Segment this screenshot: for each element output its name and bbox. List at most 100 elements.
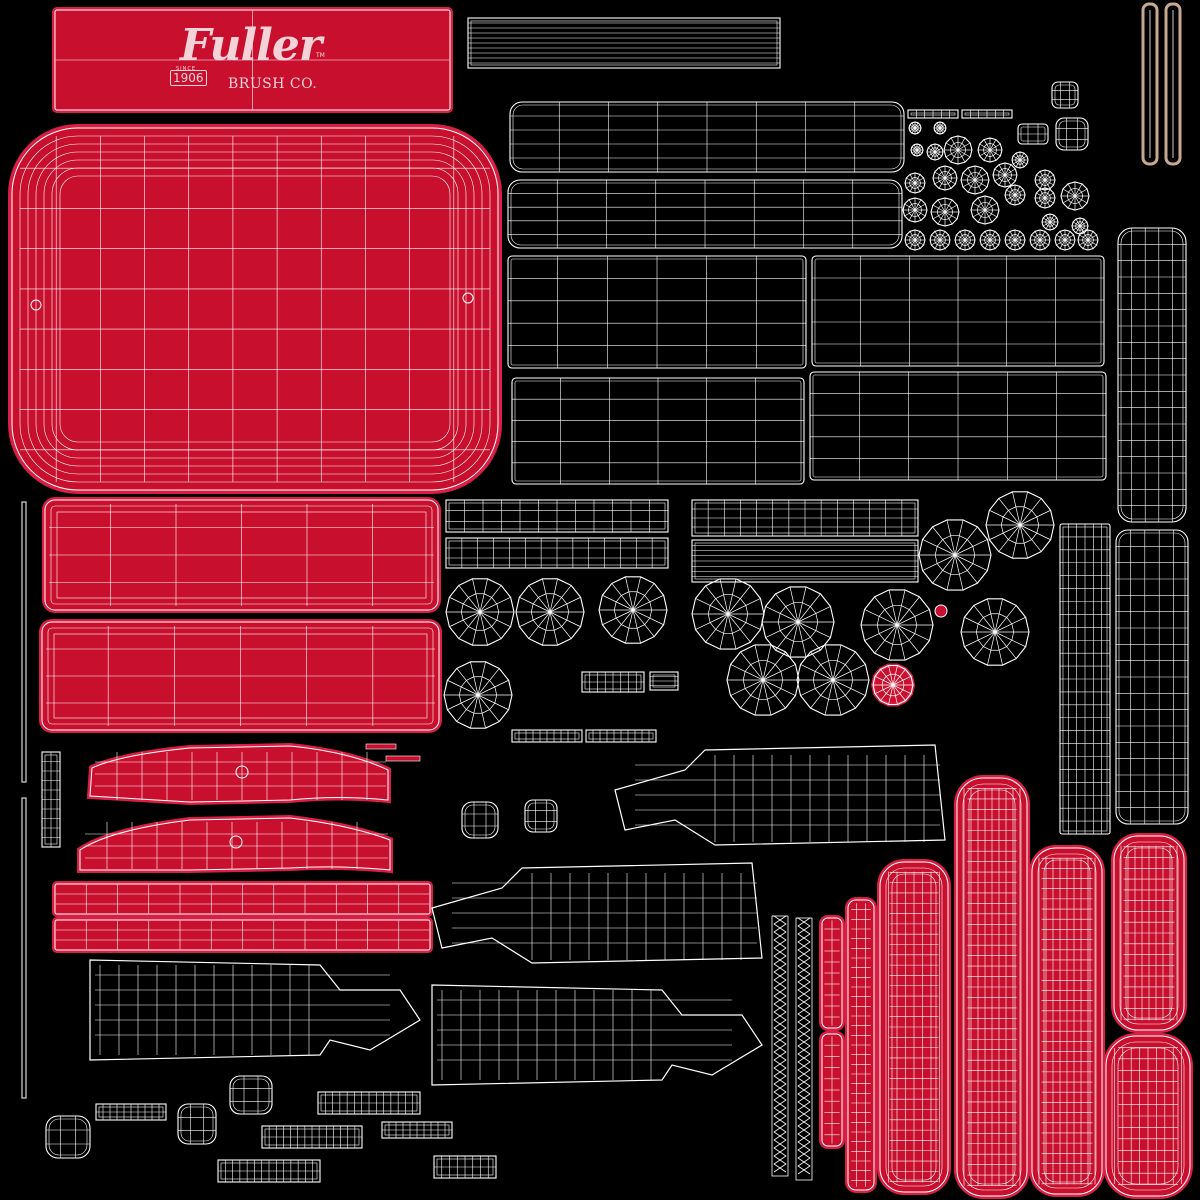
column-panel-20 [1115, 529, 1189, 825]
wheel-island-66 [443, 661, 513, 729]
wheel-island-38 [904, 172, 926, 194]
mid-grid-56 [445, 537, 669, 569]
column-panel-18 [1117, 227, 1187, 523]
wheel-island-37 [1034, 169, 1056, 191]
brush-handle-island-77 [614, 744, 946, 846]
wheel-island-67 [691, 578, 765, 650]
red-pillar-96 [845, 897, 877, 1193]
wheel-island-44 [1060, 181, 1090, 211]
small-cap-24 [1017, 123, 1049, 145]
tiny-grid-61 [511, 729, 583, 743]
box-panel-14 [507, 255, 807, 369]
wood-stick-island-21 [1141, 2, 1182, 166]
handle-bridge-island-6 [86, 742, 391, 806]
wheel-island-28 [933, 121, 947, 135]
wheel-island-73 [918, 519, 992, 591]
wheel-island-70 [960, 598, 1030, 666]
mid-grid-57 [691, 499, 919, 537]
rim-strip-4 [52, 881, 433, 917]
small-cap-82 [524, 799, 558, 833]
wheel-island-51 [1054, 229, 1076, 251]
red-dash-island-8 [365, 743, 421, 762]
red-pillar-94 [819, 915, 845, 1031]
wheel-island-71 [726, 644, 800, 716]
wheel-island-40 [930, 197, 960, 227]
tiny-grid-88 [261, 1125, 363, 1149]
tiny-grid-62 [585, 729, 657, 743]
wheel-island-36 [992, 162, 1018, 188]
wheel-island-35 [960, 165, 990, 195]
red-pillar-101 [1103, 1033, 1193, 1199]
wheel-island-32 [977, 137, 1003, 163]
wheel-island-72 [796, 644, 870, 716]
small-cap-85 [45, 1115, 91, 1159]
rail-panel-13 [507, 179, 903, 249]
tiny-grid-86 [95, 1103, 167, 1121]
bristle-strand-island-93 [795, 917, 813, 1181]
wheel-island-46 [929, 229, 951, 251]
wheel-island-31 [943, 135, 973, 165]
brush-handle-island-80 [431, 984, 763, 1086]
vertical-strip-9 [21, 501, 27, 1099]
wheel-island-42 [1004, 184, 1026, 206]
narrow-grid-10 [41, 751, 61, 848]
wheel-island-54 [1071, 217, 1089, 235]
small-strip-22 [907, 109, 959, 119]
mid-grid-55 [445, 499, 669, 533]
wheel-island-34 [932, 165, 958, 191]
wheel-island-52 [1077, 229, 1099, 251]
red-pillar-100 [1111, 833, 1187, 1033]
wheel-island-69 [860, 589, 934, 661]
rim-strip-5 [52, 917, 433, 953]
wheel-island-41 [970, 195, 1000, 225]
red-pillar-97 [877, 859, 951, 1195]
red-pillar-99 [1029, 845, 1105, 1197]
wheel-island-47 [954, 229, 976, 251]
small-cap-84 [177, 1103, 217, 1145]
red-dot-island-76 [934, 604, 948, 618]
box-panel-17 [809, 371, 1107, 481]
wheel-island-49 [1004, 229, 1026, 251]
top-strip-11 [467, 17, 781, 69]
logo-plate-0 [52, 7, 453, 113]
small-cap-83 [229, 1075, 273, 1115]
wheel-island-50 [1029, 229, 1051, 251]
wheel-island-68 [761, 586, 835, 658]
wheel-island-43 [1034, 187, 1056, 209]
tiny-grid-60 [649, 671, 679, 691]
wheel-island-48 [979, 229, 1001, 251]
small-cap-26 [1055, 117, 1089, 151]
handle-bridge-island-7 [77, 814, 393, 874]
bristle-strand-island-92 [771, 915, 789, 1177]
wheel-island-63 [445, 578, 515, 646]
wheel-island-64 [515, 578, 585, 646]
side-panel-2 [42, 497, 441, 613]
tiny-grid-90 [217, 1159, 321, 1183]
tray-uv-island-1 [8, 124, 502, 494]
side-panel-3 [39, 619, 442, 733]
tiny-grid-59 [581, 671, 645, 693]
tiny-grid-91 [433, 1155, 497, 1179]
brush-handle-island-79 [89, 959, 421, 1061]
small-cap-81 [461, 801, 499, 839]
mid-grid-58 [691, 539, 919, 583]
wheel-island-27 [908, 121, 922, 135]
wheel-island-29 [910, 143, 924, 157]
wheel-island-30 [926, 143, 944, 161]
red-pillar-98 [954, 775, 1030, 1199]
brush-handle-island-78 [431, 862, 763, 964]
tiny-grid-89 [381, 1121, 453, 1139]
wheel-island-53 [1041, 213, 1059, 231]
small-strip-23 [961, 109, 1013, 119]
red-wheel-island-75 [870, 663, 916, 707]
box-panel-16 [511, 377, 805, 485]
wheel-island-33 [1011, 151, 1029, 169]
box-panel-15 [811, 255, 1105, 367]
wheel-island-39 [902, 197, 928, 223]
rail-panel-12 [509, 101, 905, 173]
wheel-island-45 [904, 229, 926, 251]
column-panel-19 [1059, 523, 1111, 835]
tiny-grid-87 [317, 1091, 421, 1115]
small-cap-25 [1051, 81, 1079, 109]
